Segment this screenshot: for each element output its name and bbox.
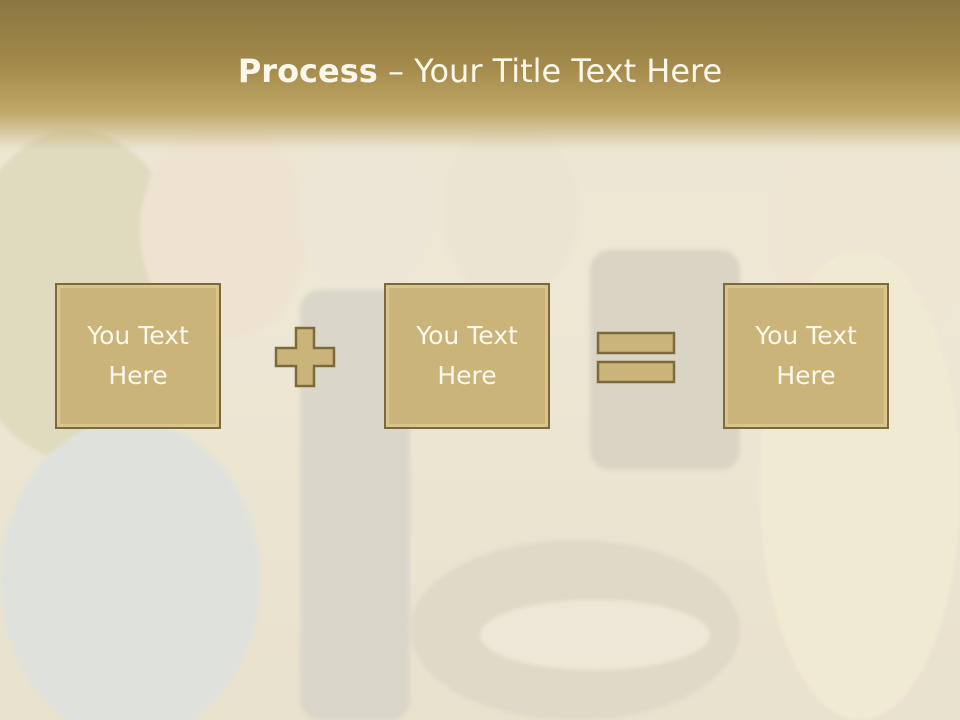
- title-bold: Process: [237, 52, 378, 90]
- process-box-3[interactable]: You Text Here: [723, 283, 889, 429]
- title-band: [0, 0, 960, 150]
- process-box-2[interactable]: You Text Here: [384, 283, 550, 429]
- process-box-1[interactable]: You Text Here: [55, 283, 221, 429]
- process-box-3-text: You Text Here: [755, 321, 857, 390]
- process-box-1-text: You Text Here: [87, 321, 189, 390]
- process-box-2-text: You Text Here: [416, 321, 518, 390]
- plus-icon: [274, 326, 336, 388]
- slide-title[interactable]: Process – Your Title Text Here: [0, 52, 960, 90]
- equals-icon: [596, 331, 676, 384]
- title-rest: – Your Title Text Here: [377, 52, 723, 90]
